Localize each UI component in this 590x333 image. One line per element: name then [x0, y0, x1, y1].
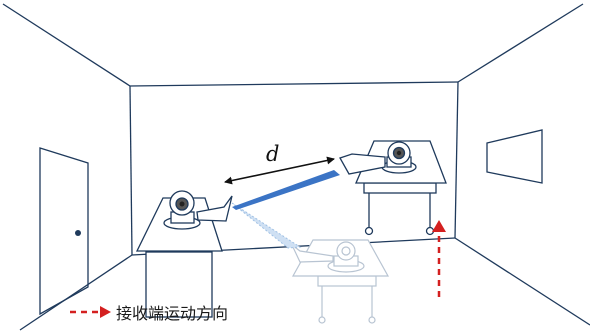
beam-ghost: [231, 202, 302, 249]
back-wall-left: [129, 85, 133, 256]
door: [39, 147, 89, 316]
floor-edge-right: [454, 237, 590, 326]
distance-label: d: [266, 142, 280, 166]
door-knob: [75, 230, 81, 236]
antenna-left: [196, 195, 233, 222]
receiver-ghost: [291, 239, 390, 324]
legend: 接收端运动方向: [68, 300, 228, 324]
back-wall-right: [454, 81, 459, 239]
motion-arrow: [432, 220, 446, 297]
window: [486, 129, 543, 184]
distance-arrow: [224, 156, 335, 185]
antenna-right: [339, 153, 386, 175]
transmitter-left: [135, 190, 233, 318]
receiver-right: [339, 140, 447, 236]
legend-dashed-arrow-icon: [70, 306, 111, 318]
signal-beam: [232, 170, 340, 210]
ceiling-edge-left: [2, 3, 131, 87]
ceiling-edge-right: [457, 3, 584, 83]
legend-label: 接收端运动方向: [116, 304, 229, 323]
back-wall-top: [129, 81, 459, 87]
floor-edge-left: [19, 254, 133, 331]
